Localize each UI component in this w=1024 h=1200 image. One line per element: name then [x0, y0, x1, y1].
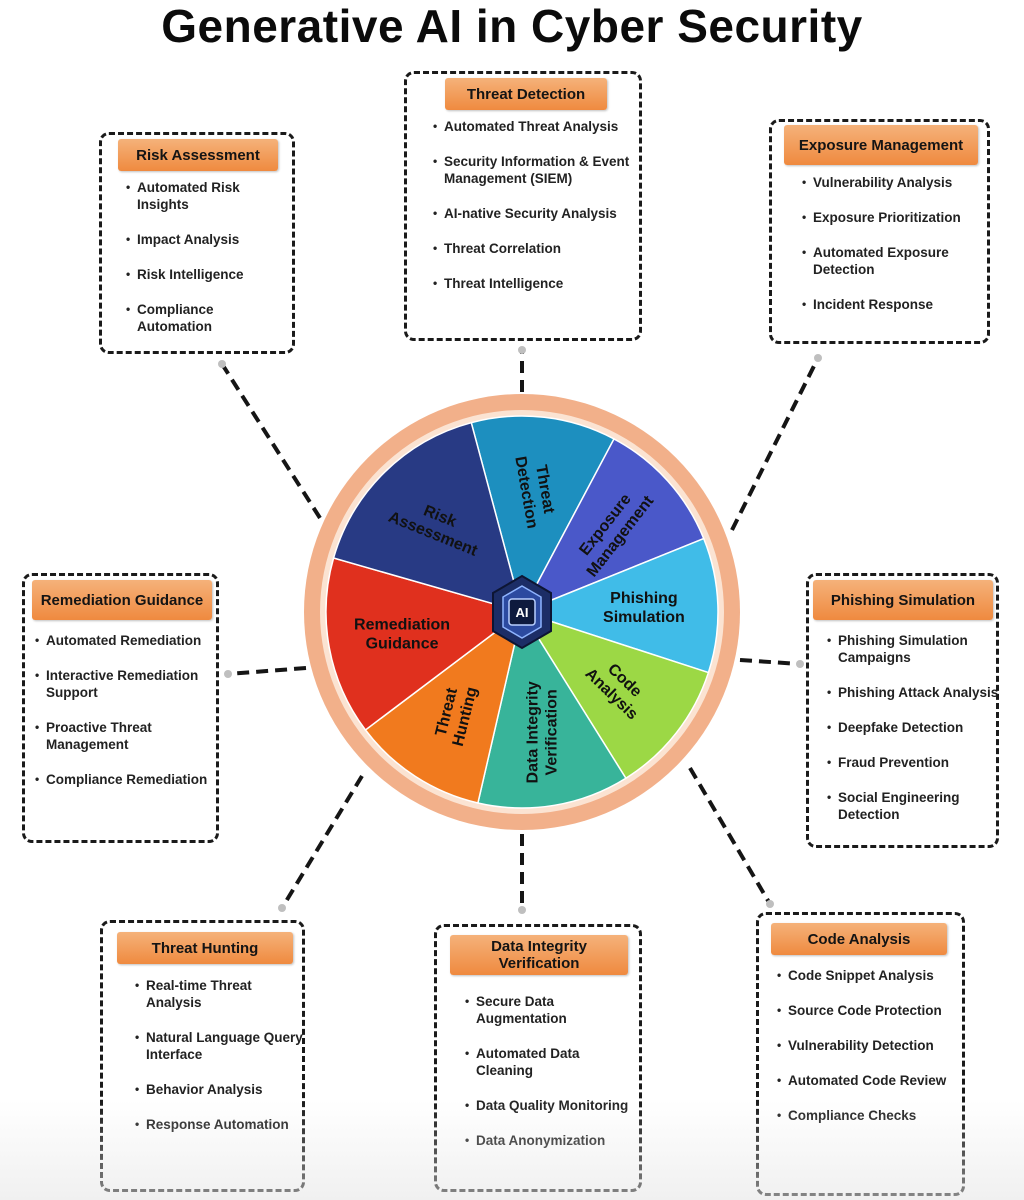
- card-remediation-guidance: Remediation Guidance Automated Remediati…: [22, 573, 219, 843]
- connector-arrowhead: [814, 354, 822, 362]
- connector-arrowhead: [518, 906, 526, 914]
- connector-lines: [218, 346, 822, 914]
- list-item: Risk Intelligence: [126, 266, 286, 283]
- card-threat-detection: Threat Detection Automated Threat Analys…: [404, 71, 642, 341]
- list-item: Automated Exposure Detection: [802, 244, 987, 278]
- connector-line: [280, 774, 364, 910]
- list-item: Threat Correlation: [433, 240, 638, 257]
- list-item: Behavior Analysis: [135, 1081, 303, 1098]
- hub-badge-text: AI: [516, 605, 529, 620]
- wheel-segment-threat-hunting: [364, 610, 524, 804]
- list-item: Automated Risk Insights: [126, 179, 286, 213]
- card-header: Phishing Simulation: [813, 580, 993, 620]
- list-item: Vulnerability Detection: [777, 1037, 959, 1054]
- list-item: Automated Remediation: [35, 632, 217, 649]
- wheel-segment-data-integrity-verification: [477, 610, 627, 809]
- card-items: Vulnerability Analysis Exposure Prioriti…: [802, 174, 987, 331]
- list-item: Code Snippet Analysis: [777, 967, 959, 984]
- list-item: Vulnerability Analysis: [802, 174, 987, 191]
- card-risk-assessment: Risk Assessment Automated Risk Insights …: [99, 132, 295, 354]
- list-item: Automated Code Review: [777, 1072, 959, 1089]
- list-item: Source Code Protection: [777, 1002, 959, 1019]
- list-item: Social Engineering Detection: [827, 789, 999, 823]
- card-header: Threat Hunting: [117, 932, 293, 964]
- connector-line: [227, 666, 307, 676]
- card-header: Risk Assessment: [118, 139, 278, 171]
- connector-arrowhead: [796, 660, 804, 668]
- wheel-segment-threat-detection: [470, 415, 616, 615]
- card-threat-hunting: Threat Hunting Real-time Threat Analysis…: [100, 920, 305, 1192]
- list-item: Natural Language Query Interface: [135, 1029, 303, 1063]
- list-item: Data Anonymization: [465, 1132, 637, 1149]
- connector-arrowhead: [518, 346, 526, 354]
- card-phishing-simulation: Phishing Simulation Phishing Simulation …: [806, 573, 999, 848]
- connector-arrowhead: [218, 360, 226, 368]
- card-code-analysis: Code Analysis Code Snippet Analysis Sour…: [756, 912, 965, 1196]
- connector-line: [688, 766, 772, 906]
- card-items: Secure Data Augmentation Automated Data …: [465, 993, 637, 1167]
- connector-arrowhead: [766, 900, 774, 908]
- wheel-segment-remediation-guidance: [325, 557, 524, 732]
- connector-line: [220, 362, 322, 520]
- card-header: Threat Detection: [445, 78, 607, 110]
- card-items: Real-time Threat Analysis Natural Langua…: [135, 977, 303, 1151]
- card-data-integrity-verification: Data Integrity Verification Secure Data …: [434, 924, 642, 1192]
- list-item: Secure Data Augmentation: [465, 993, 637, 1027]
- list-item: Impact Analysis: [126, 231, 286, 248]
- connector-line: [739, 658, 801, 666]
- list-item: Proactive Threat Management: [35, 719, 217, 753]
- list-item: Compliance Remediation: [35, 771, 217, 788]
- card-header: Exposure Management: [784, 125, 978, 165]
- card-header: Data Integrity Verification: [450, 935, 628, 975]
- card-exposure-management: Exposure Management Vulnerability Analys…: [769, 119, 990, 344]
- list-item: Data Quality Monitoring: [465, 1097, 637, 1114]
- connector-line: [730, 357, 820, 531]
- list-item: Exposure Prioritization: [802, 209, 987, 226]
- card-items: Automated Remediation Interactive Remedi…: [35, 632, 217, 806]
- wheel-segments: [325, 415, 719, 809]
- connector-arrowhead: [278, 904, 286, 912]
- list-item: Interactive Remediation Support: [35, 667, 217, 701]
- list-item: Incident Response: [802, 296, 987, 313]
- page-title: Generative AI in Cyber Security: [161, 0, 863, 52]
- connector-arrowhead: [224, 670, 232, 678]
- list-item: Fraud Prevention: [827, 754, 999, 771]
- wheel-segment-risk-assessment: [332, 421, 524, 614]
- card-items: Automated Threat Analysis Security Infor…: [433, 118, 638, 310]
- card-items: Code Snippet Analysis Source Code Protec…: [777, 967, 959, 1142]
- list-item: Automated Data Cleaning: [465, 1045, 637, 1079]
- list-item: Deepfake Detection: [827, 719, 999, 736]
- card-items: Automated Risk Insights Impact Analysis …: [126, 179, 286, 353]
- ai-chip-icon: AI: [492, 574, 552, 650]
- list-item: Compliance Checks: [777, 1107, 959, 1124]
- wheel-segment-code-analysis: [520, 610, 710, 780]
- list-item: Phishing Attack Analysis: [827, 684, 999, 701]
- list-item: AI-native Security Analysis: [433, 205, 638, 222]
- list-item: Automated Threat Analysis: [433, 118, 638, 135]
- card-header: Code Analysis: [771, 923, 947, 955]
- list-item: Threat Intelligence: [433, 275, 638, 292]
- card-header: Remediation Guidance: [32, 580, 212, 620]
- list-item: Response Automation: [135, 1116, 303, 1133]
- wheel-segment-exposure-management: [520, 437, 705, 614]
- list-item: Security Information & Event Management …: [433, 153, 638, 187]
- list-item: Phishing Simulation Campaigns: [827, 632, 999, 666]
- wheel-segment-phishing-simulation: [519, 537, 719, 674]
- card-items: Phishing Simulation Campaigns Phishing A…: [827, 632, 999, 841]
- list-item: Compliance Automation: [126, 301, 286, 335]
- list-item: Real-time Threat Analysis: [135, 977, 303, 1011]
